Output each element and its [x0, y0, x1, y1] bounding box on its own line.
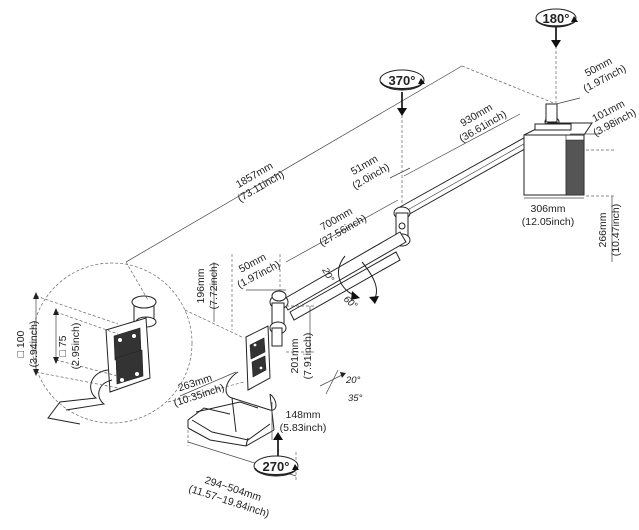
dim-vesa75-label: □ 75 — [57, 335, 69, 356]
dim-arm2: 700mm (27.56inch) — [317, 205, 368, 249]
dim-tray-width: 294~504mm (11.57~19.84inch) — [187, 474, 271, 520]
dim-drop-mm: 196mm — [195, 268, 207, 303]
arm-drawing — [187, 103, 593, 447]
dim-base-h-in: (10.47inch) — [610, 204, 622, 257]
dim-stem: 201mm (7.91inch) — [289, 333, 314, 380]
rotation-mid-label: 370° — [389, 73, 416, 88]
dim-overall: 1857mm (73.11inch) — [234, 160, 287, 205]
dim-base-height: 266mm (10.47inch) — [597, 204, 622, 257]
keyboard-tray — [187, 371, 277, 447]
dim-clamp: 101mm (3.98inch) — [590, 98, 638, 139]
top-post — [545, 103, 558, 123]
vesa-plate-small — [245, 325, 271, 391]
rotation-badge-top: 180° — [535, 8, 578, 28]
tray-tilt-down-angle: 35° — [348, 393, 363, 404]
desk-clamp — [523, 122, 593, 196]
dim-top-width: 50mm (1.97inch) — [581, 55, 628, 95]
dim-vesa100-label: □ 100 — [15, 330, 27, 357]
dim-stem-in: (7.91inch) — [302, 333, 314, 380]
detail-view — [31, 262, 245, 425]
dim-joint-width: 50mm (1.97inch) — [235, 251, 282, 291]
dim-base-w-mm: 306mm — [530, 203, 565, 215]
rotation-top-label: 180° — [543, 11, 570, 26]
dim-tray-h-mm: 148mm — [285, 409, 320, 421]
tray-tilt-up-angle: 20° — [345, 375, 361, 386]
rotation-badge-bottom: 270° — [253, 455, 299, 477]
dim-vesa100-in: (3.94inch) — [28, 321, 40, 368]
dim-vesa75-in: (2.95inch) — [70, 323, 82, 370]
end-joint — [269, 290, 289, 347]
rotation-bottom-label: 270° — [263, 459, 290, 474]
dim-drop: 196mm (7.72inch) — [195, 263, 220, 310]
dim-vesa-100: □ 100 (3.94inch) — [15, 321, 40, 368]
dim-stem-mm: 201mm — [289, 338, 301, 373]
dim-arm1: 930mm (36.61inch) — [457, 101, 508, 145]
dim-tray-h-in: (5.83inch) — [280, 422, 327, 434]
dim-arm-offset: 51mm (2.0inch) — [349, 153, 392, 192]
dim-base-width: 306mm (12.05inch) — [522, 203, 575, 228]
dim-drop-in: (7.72inch) — [208, 263, 220, 310]
dim-base-h-mm: 266mm — [597, 212, 609, 247]
rotation-badge-mid: 370° — [379, 69, 425, 91]
dim-tray-height: 148mm (5.83inch) — [280, 409, 327, 434]
gas-spring — [289, 251, 401, 321]
dim-base-w-in: (12.05inch) — [522, 216, 575, 228]
dim-tray-depth: 263mm (10.35inch) — [172, 372, 226, 409]
dim-vesa-75: □ 75 (2.95inch) — [57, 323, 82, 370]
